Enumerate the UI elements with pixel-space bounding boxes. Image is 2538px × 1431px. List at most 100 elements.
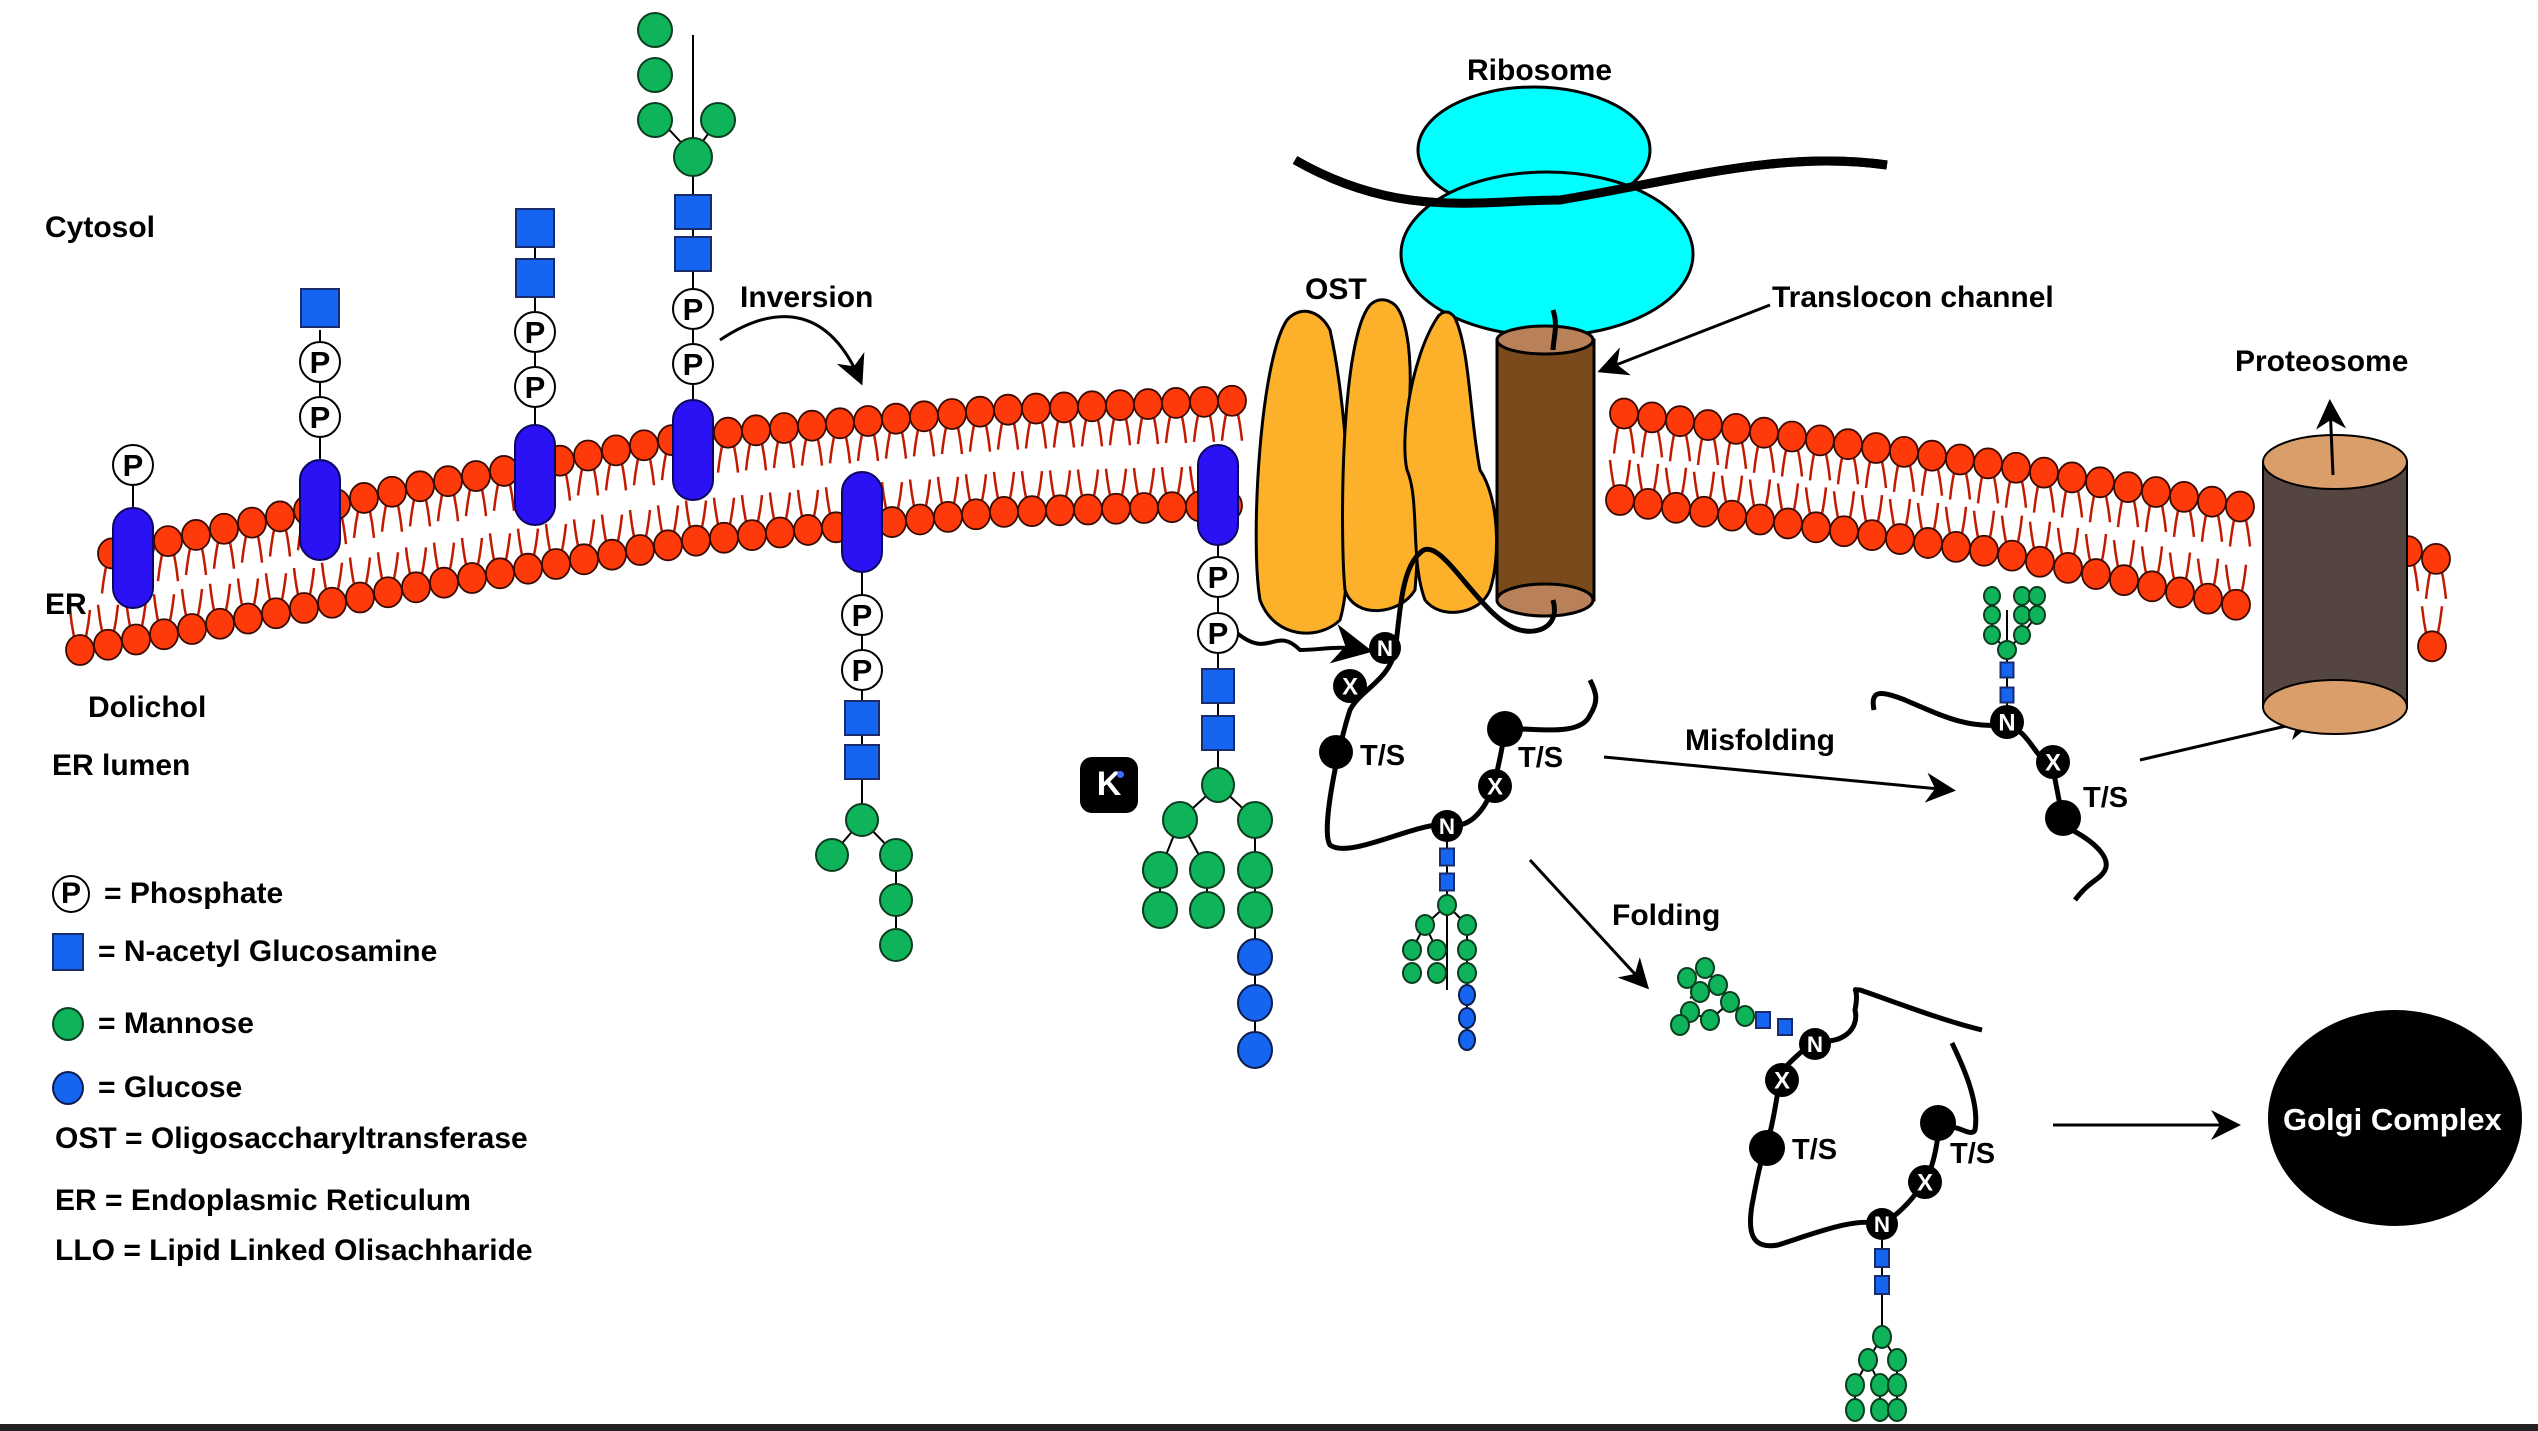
glcnac-square-icon bbox=[300, 288, 340, 328]
mannose-circle-icon bbox=[1201, 767, 1235, 803]
lipid-head bbox=[1889, 435, 1919, 468]
glucose-circle-icon bbox=[1237, 984, 1273, 1022]
lipid-head bbox=[1021, 392, 1051, 425]
x-residue bbox=[1478, 769, 1512, 803]
phosphate-icon: P bbox=[52, 875, 90, 913]
phosphate-icon bbox=[1197, 612, 1239, 654]
lipid-head bbox=[2221, 588, 2251, 621]
lipid-head bbox=[1693, 409, 1723, 441]
lipid-head bbox=[1777, 420, 1807, 453]
mannose-circle-icon bbox=[1858, 1348, 1878, 1372]
lipid-head bbox=[2053, 552, 2083, 584]
x-residue-letter: X bbox=[2045, 750, 2061, 777]
glucose-circle-icon bbox=[1458, 984, 1476, 1006]
translocon-label: Translocon channel bbox=[1772, 281, 2054, 314]
mannose-circle-icon bbox=[1427, 962, 1447, 984]
dolichol-carrier bbox=[672, 399, 714, 501]
er-label: ER bbox=[45, 588, 87, 621]
legend-glucose: = Glucose bbox=[52, 1071, 242, 1105]
mannose-circle-icon bbox=[1237, 891, 1273, 929]
glcnac-square-icon bbox=[515, 208, 555, 248]
mannose-circle-icon bbox=[1887, 1373, 1907, 1397]
ts-residue bbox=[1920, 1105, 1956, 1141]
lipid-head bbox=[1749, 416, 1779, 449]
glucose-circle-icon bbox=[52, 1071, 84, 1105]
mannose-circle-icon bbox=[2013, 605, 2031, 625]
lipid-head bbox=[2169, 480, 2199, 513]
lipid-head bbox=[289, 592, 319, 624]
lipid-head bbox=[2081, 558, 2111, 590]
lipid-head bbox=[573, 439, 603, 472]
glucose-circle-icon bbox=[1237, 938, 1273, 976]
legend-mannose-text: = Mannose bbox=[98, 1007, 254, 1040]
lipid-head bbox=[2025, 545, 2055, 578]
mannose-circle-icon bbox=[879, 928, 913, 962]
mannose-circle-icon bbox=[637, 102, 673, 138]
lipid-head bbox=[65, 634, 95, 666]
mannose-circle-icon bbox=[1142, 891, 1178, 929]
mannose-circle-icon bbox=[1457, 914, 1477, 936]
translocon-bottom-cap bbox=[1495, 582, 1595, 618]
lipid-head bbox=[237, 506, 267, 539]
phosphate-letter: P bbox=[525, 370, 546, 405]
misfolded-polypeptide bbox=[1870, 691, 2109, 902]
glcnac-square-icon bbox=[674, 194, 712, 230]
mannose-circle-icon bbox=[1708, 974, 1728, 996]
legend-glcnac-text: = N-acetyl Glucosamine bbox=[98, 935, 438, 968]
lipid-head bbox=[793, 514, 823, 546]
lipid-head bbox=[377, 475, 407, 508]
legend-glcnac: = N-acetyl Glucosamine bbox=[52, 933, 437, 971]
phosphate-letter: P bbox=[852, 598, 873, 633]
phosphate-icon bbox=[841, 649, 883, 691]
mannose-circle-icon bbox=[1695, 957, 1715, 979]
oligosaccharide-transfer-arrow bbox=[1235, 624, 1373, 664]
lipid-head bbox=[433, 465, 463, 498]
folded-polypeptide bbox=[1817, 987, 1983, 1044]
ost-subunit-1 bbox=[1254, 309, 1351, 635]
lipid-head bbox=[1073, 493, 1103, 526]
lipid-head bbox=[597, 538, 627, 571]
lipid-head bbox=[1689, 495, 1719, 528]
mannose-circle-icon bbox=[2013, 586, 2031, 606]
ts-label: T/S bbox=[1950, 1138, 1996, 1170]
legend-glucose-text: = Glucose bbox=[98, 1071, 243, 1104]
mannose-circle-icon bbox=[52, 1007, 84, 1041]
lipid-head bbox=[765, 516, 795, 549]
mannose-circle-icon bbox=[1162, 801, 1198, 839]
lipid-head bbox=[1917, 439, 1947, 472]
lipid-head bbox=[2001, 451, 2031, 484]
lipid-head bbox=[2141, 476, 2171, 508]
ts-residue bbox=[2045, 800, 2081, 836]
phosphate-letter: P bbox=[60, 877, 81, 910]
lipid-head bbox=[2029, 456, 2059, 489]
inversion-arrow bbox=[719, 315, 865, 386]
mannose-circle-icon bbox=[1845, 1373, 1865, 1397]
lipid-head bbox=[1913, 527, 1943, 559]
lipid-head bbox=[937, 398, 967, 430]
phosphate-letter: P bbox=[310, 345, 331, 380]
glcnac-square-icon bbox=[1201, 668, 1235, 704]
proteosome-label: Proteosome bbox=[2235, 345, 2409, 378]
legend-phosphate-text: = Phosphate bbox=[104, 877, 284, 910]
lipid-head bbox=[1637, 401, 1667, 434]
lipid-head bbox=[317, 586, 347, 619]
mannose-circle-icon bbox=[815, 838, 849, 872]
x-residue bbox=[2036, 745, 2070, 779]
glcnac-square-icon bbox=[515, 258, 555, 298]
proteasome-exit-arrow bbox=[2316, 399, 2347, 476]
lipid-head bbox=[1997, 539, 2027, 572]
lipid-head bbox=[2057, 461, 2087, 494]
proteasome-bottom-cap bbox=[2262, 679, 2408, 735]
lipid-head bbox=[1157, 491, 1187, 524]
asparagine-residue-letter: N bbox=[1377, 636, 1393, 661]
x-residue-letter: X bbox=[1342, 674, 1358, 701]
folded-polypeptide-loop bbox=[1747, 1038, 1979, 1249]
proteasome-top-cap bbox=[2262, 434, 2408, 490]
lipid-head bbox=[2417, 630, 2447, 663]
lipid-head bbox=[961, 498, 991, 531]
glucose-circle-icon bbox=[1458, 1007, 1476, 1029]
lipid-head bbox=[1945, 443, 1975, 476]
lipid-head bbox=[853, 405, 883, 437]
mannose-circle-icon bbox=[2028, 605, 2046, 625]
ost-subunit-3 bbox=[1403, 310, 1499, 614]
